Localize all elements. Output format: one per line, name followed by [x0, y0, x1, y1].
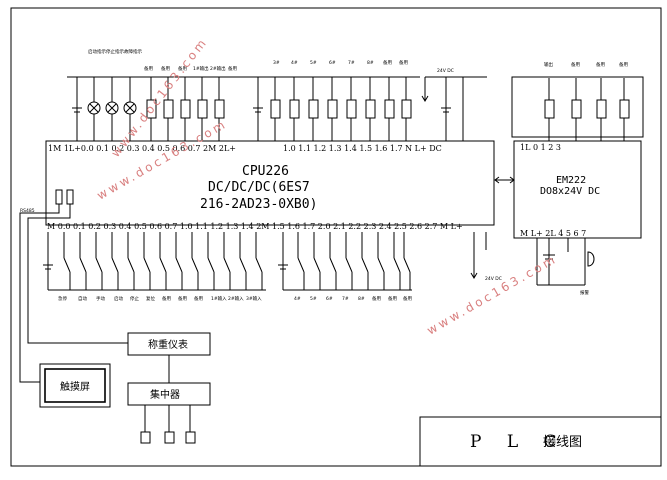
svg-text:备用: 备用: [178, 295, 187, 302]
label-top-7: 2#输出: [210, 65, 226, 72]
svg-text:1#输入: 1#输入: [211, 295, 227, 302]
svg-text:手动: 手动: [96, 295, 105, 302]
bottom-labels-b: 4# 5# 6# 7# 8# 备用 备用 备用: [294, 295, 412, 302]
label-top-3: 备用: [144, 65, 153, 72]
weigh-instrument-label: 称重仪表: [148, 338, 188, 351]
bottom-labels-a: 急停 自动 手动 启动 停止 复位 备用 备用 备用 1#输入 2#输入 3#输…: [58, 295, 262, 302]
touchscreen-cable: [19, 204, 60, 383]
label-top-4: 备用: [161, 65, 170, 72]
svg-text:备用: 备用: [403, 295, 412, 302]
touchscreen-inner: [44, 368, 106, 403]
svg-text:备用: 备用: [571, 61, 580, 68]
touchscreen-outer: [39, 363, 111, 408]
em-bottom-wiring: [536, 238, 595, 286]
svg-text:复位: 复位: [146, 295, 155, 302]
svg-text:8#: 8#: [367, 60, 374, 66]
watermark-3: www.doc163.com: [425, 251, 560, 337]
top-labels-b: 3# 4# 5# 6# 7# 8# 备用 备用: [273, 59, 408, 66]
dc-output-label: 24V DC: [485, 276, 502, 282]
svg-text:备用: 备用: [399, 59, 408, 66]
cpu-top-terminals-b: 1.0 1.1 1.2 1.3 1.4 1.5 1.6 1.7 N L+ DC: [283, 144, 442, 153]
svg-text:备用: 备用: [388, 295, 397, 302]
svg-text:6#: 6#: [329, 60, 336, 66]
svg-text:备用: 备用: [372, 295, 381, 302]
label-top-1: 停止指示: [106, 48, 124, 55]
cpu-part: 216-2AD23-0XB0): [200, 197, 317, 212]
svg-text:停止: 停止: [130, 295, 139, 302]
input-switches-b: [278, 232, 411, 290]
svg-text:自动: 自动: [78, 295, 87, 302]
output-loads-a: [72, 77, 225, 141]
em-output-frame: [511, 76, 644, 138]
svg-text:3#: 3#: [273, 60, 280, 66]
dc-output-arrow: [470, 232, 487, 279]
rs485-label: RS485: [20, 208, 35, 214]
load-cells: [140, 405, 196, 444]
cpu226-module: [45, 140, 495, 226]
em222-module: [513, 140, 642, 239]
drawing-frame: [10, 7, 662, 467]
svg-text:5#: 5#: [310, 60, 317, 66]
svg-text:7#: 7#: [342, 296, 349, 302]
em-alarm-label: 报警: [580, 289, 589, 296]
cpu-top-terminals-a: 1M 1L+0.0 0.1 0.2 0.3 0.4 0.5 0.6 0.7 2M…: [48, 144, 236, 153]
expansion-bus-arrow: [494, 176, 515, 184]
svg-text:4#: 4#: [291, 60, 298, 66]
title-cn: 接线图: [543, 434, 582, 450]
svg-text:7#: 7#: [348, 60, 355, 66]
title-block: [419, 416, 662, 467]
em-top-labels: 输出 备用 备用 备用: [544, 61, 628, 68]
title-latin: P L C: [470, 432, 567, 452]
svg-text:5#: 5#: [310, 296, 317, 302]
rs485-port-right: [66, 189, 74, 205]
rs485-port-left: [55, 189, 63, 205]
svg-text:6#: 6#: [326, 296, 333, 302]
svg-text:3#输入: 3#输入: [246, 295, 262, 302]
label-top-0: 启动指示: [88, 48, 106, 55]
svg-text:备用: 备用: [619, 61, 628, 68]
cpu-model: CPU226: [242, 164, 289, 179]
cpu-type: DC/DC/DC(6ES7: [208, 180, 310, 195]
svg-text:4#: 4#: [294, 296, 301, 302]
svg-text:备用: 备用: [383, 59, 392, 66]
svg-text:备用: 备用: [162, 295, 171, 302]
top-labels-a: 启动指示 停止指示 故障指示 备用 备用 备用 1#输出 2#输出 备用: [88, 48, 237, 72]
svg-text:2#输入: 2#输入: [228, 295, 244, 302]
svg-text:输出: 输出: [544, 61, 553, 68]
power-supply-label: 24V DC: [437, 68, 454, 74]
label-top-2: 故障指示: [124, 48, 142, 55]
input-switches-a: [43, 232, 263, 290]
svg-text:8#: 8#: [358, 296, 365, 302]
cpu-bottom-terminals: M 0.0 0.1 0.2 0.3 0.4 0.5 0.6 0.7 1.0 1.…: [47, 222, 463, 231]
svg-text:急停: 急停: [58, 295, 67, 302]
svg-text:启动: 启动: [114, 295, 123, 302]
label-top-5: 备用: [178, 65, 187, 72]
svg-text:备用: 备用: [596, 61, 605, 68]
label-top-8: 备用: [228, 65, 237, 72]
em-top-terminals: 1L 0 1 2 3: [520, 143, 561, 152]
label-top-6: 1#输出: [193, 65, 209, 72]
svg-text:备用: 备用: [194, 295, 203, 302]
em-bottom-terminals: M L+ 2L 4 5 6 7: [520, 229, 586, 238]
em-model: EM222: [556, 175, 586, 186]
touchscreen-label: 触摸屏: [60, 380, 90, 393]
em-output-loads: [544, 78, 630, 141]
hub-label: 集中器: [150, 388, 180, 401]
output-loads-b: [253, 77, 464, 141]
weigh-cable: [27, 204, 128, 344]
em-desc: DO8x24V DC: [540, 186, 600, 197]
